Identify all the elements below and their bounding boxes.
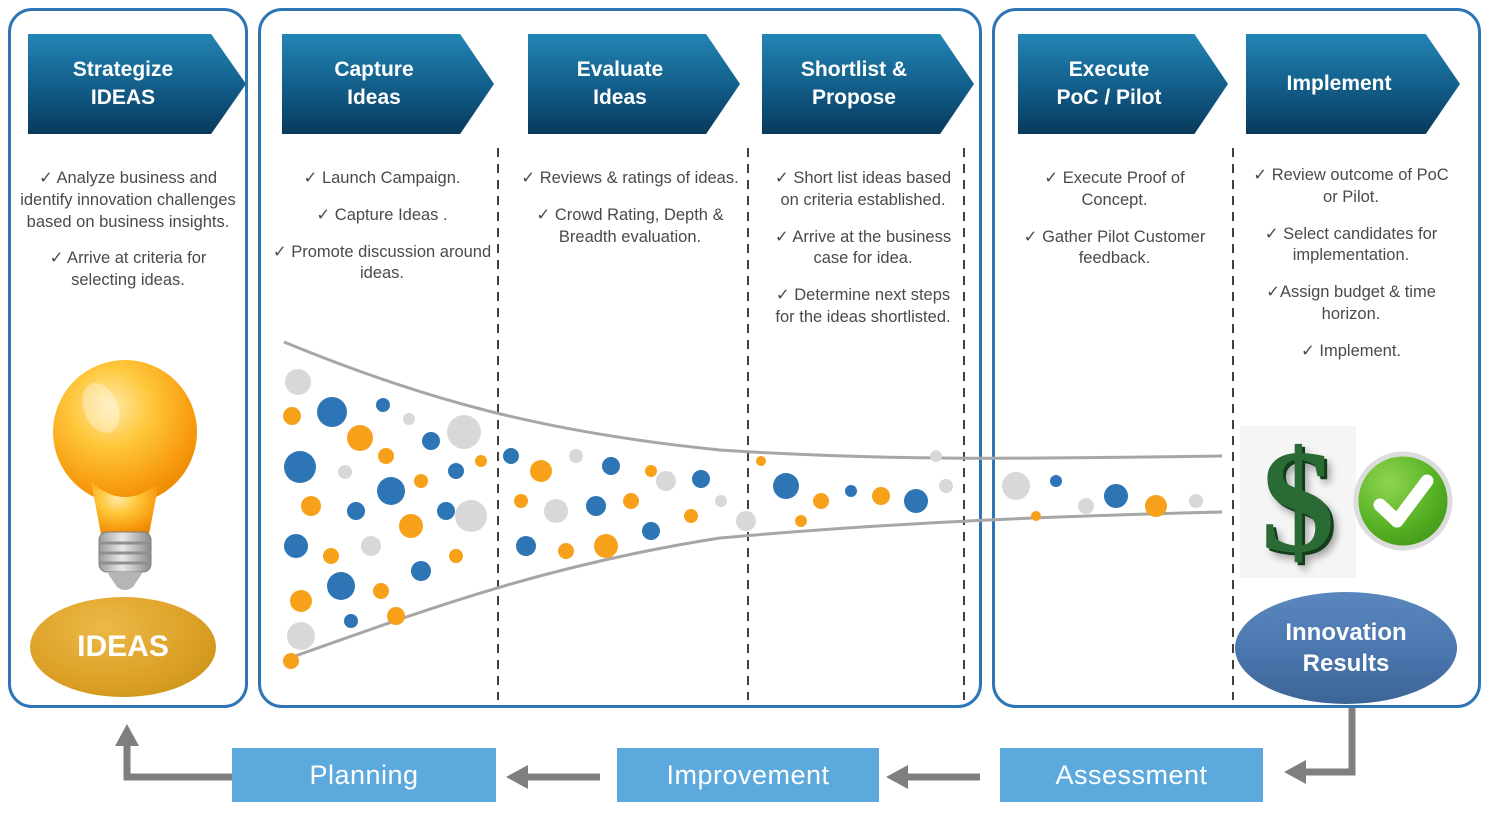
- loop-box-improvement: Improvement: [617, 748, 879, 802]
- results-label-line: Innovation: [1285, 618, 1407, 646]
- lightbulb-icon: [53, 360, 197, 590]
- divider-shortlist-end: [963, 148, 965, 700]
- stage-title-line: Strategize: [72, 57, 174, 81]
- bullets-strategize: ✓ Analyze business and identify innovati…: [20, 168, 236, 307]
- stage-title-line: Implement: [1286, 71, 1392, 95]
- dollar-glyph: $: [1261, 420, 1335, 584]
- arrowhead-left-icon: [886, 765, 908, 789]
- connector-planning-to-ideas: [123, 744, 232, 781]
- stage-title-line: IDEAS: [90, 86, 156, 109]
- ideas-label: IDEAS: [77, 630, 169, 663]
- innovation-results-badge: Innovation Results: [1235, 592, 1457, 704]
- stage-title-line: Ideas: [347, 86, 401, 109]
- bullet-item: ✓ Determine next steps for the ideas sho…: [775, 286, 951, 326]
- bullet-item: ✓ Promote discussion around ideas.: [272, 242, 492, 283]
- bullet-item: ✓ Analyze business and identify innovati…: [20, 169, 236, 231]
- bullet-item: ✓Assign budget & time horizon.: [1266, 283, 1436, 323]
- bullets-evaluate: ✓ Reviews & ratings of ideas. ✓ Crowd Ra…: [520, 168, 740, 263]
- bullet-item: ✓ Gather Pilot Customer feedback.: [1023, 227, 1206, 268]
- stage-title-line: Evaluate: [576, 57, 664, 81]
- bullet-item: ✓ Arrive at the business case for idea.: [774, 227, 952, 268]
- bullets-shortlist: ✓ Short list ideas based on criteria est…: [768, 168, 958, 344]
- bullet-item: ✓ Implement.: [1300, 341, 1402, 360]
- bullets-implement: ✓ Review outcome of PoC or Pilot. ✓ Sele…: [1245, 165, 1457, 377]
- stage-arrow-shortlist: Shortlist & Propose: [762, 34, 974, 134]
- bullet-item: ✓ Crowd Rating, Depth & Breadth evaluati…: [536, 205, 724, 246]
- bullets-capture: ✓ Launch Campaign. ✓ Capture Ideas . ✓ P…: [272, 168, 492, 300]
- bullet-item: ✓ Capture Ideas .: [316, 205, 448, 224]
- check-circle-icon: [1353, 451, 1453, 551]
- ideas-badge: IDEAS: [30, 597, 216, 697]
- stage-title-line: Propose: [811, 86, 896, 109]
- bullet-item: ✓ Review outcome of PoC or Pilot.: [1253, 166, 1449, 206]
- dollar-icon: $: [1240, 426, 1356, 578]
- stage-title-line: PoC / Pilot: [1056, 86, 1162, 109]
- stage-title-line: Ideas: [593, 86, 647, 109]
- arrowhead-up-icon: [115, 724, 139, 746]
- bullet-item: ✓ Reviews & ratings of ideas.: [521, 169, 739, 187]
- stage-title-line: Capture: [334, 57, 414, 81]
- assessment-label: Assessment: [1055, 759, 1208, 790]
- bullet-item: ✓ Select candidates for implementation.: [1264, 224, 1438, 265]
- stage-title-line: Shortlist &: [800, 57, 908, 81]
- improvement-label: Improvement: [666, 759, 830, 790]
- stage-title-line: Execute: [1068, 57, 1150, 81]
- arrowhead-left-icon: [1284, 760, 1306, 784]
- bullet-item: ✓ Execute Proof of Concept.: [1044, 169, 1185, 209]
- results-label-line: Results: [1302, 650, 1390, 677]
- bullets-execute: ✓ Execute Proof of Concept. ✓ Gather Pil…: [1012, 168, 1217, 285]
- bullet-item: ✓ Arrive at criteria for selecting ideas…: [49, 249, 207, 290]
- planning-label: Planning: [309, 759, 419, 790]
- connector-results-to-assessment: [1306, 708, 1356, 776]
- divider-evaluate-shortlist: [747, 148, 749, 700]
- loop-box-assessment: Assessment: [1000, 748, 1263, 802]
- divider-capture-evaluate: [497, 148, 499, 700]
- divider-execute-implement: [1232, 148, 1234, 700]
- bullet-item: ✓ Launch Campaign.: [303, 169, 461, 187]
- arrowhead-left-icon: [506, 765, 528, 789]
- bullet-item: ✓ Short list ideas based on criteria est…: [774, 169, 952, 209]
- loop-box-planning: Planning: [232, 748, 496, 802]
- stage-arrow-implement: Implement: [1246, 34, 1460, 134]
